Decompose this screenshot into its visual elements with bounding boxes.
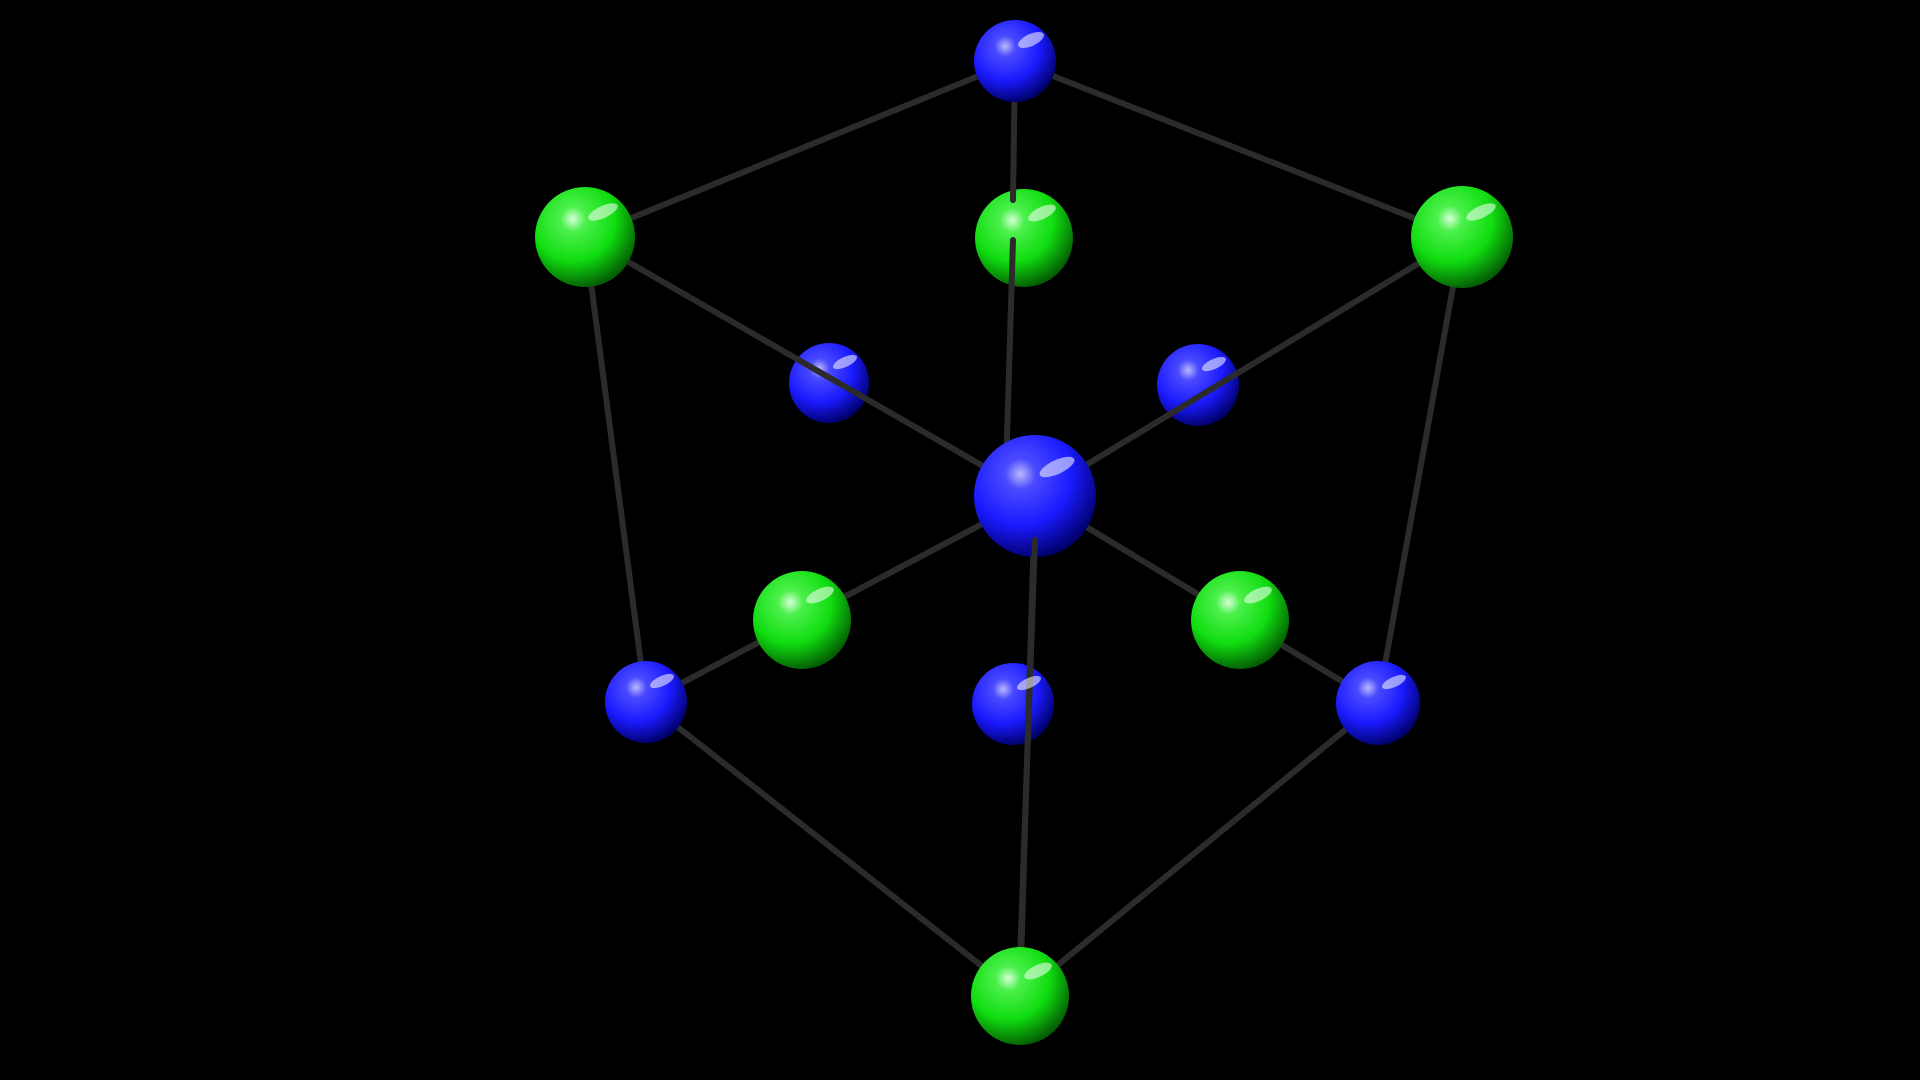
highlight: [650, 673, 674, 689]
highlight: [1039, 456, 1075, 478]
highlight: [1382, 674, 1406, 690]
atom-green-top-right: [1411, 186, 1513, 288]
atom-blue-back-bottom: [972, 663, 1054, 745]
highlight: [1202, 356, 1226, 372]
highlight: [833, 354, 857, 370]
atom-green-front-right: [1191, 571, 1289, 669]
highlights: [588, 31, 1496, 980]
bond: [1017, 700, 1381, 999]
highlight: [1018, 31, 1044, 49]
bond: [643, 699, 1023, 999]
atom-green-top-left: [535, 187, 635, 287]
bond: [1003, 237, 1016, 473]
highlight: [1017, 675, 1041, 691]
atom-blue-bottom-right: [1336, 661, 1420, 745]
bond: [582, 234, 1038, 499]
atom-blue-back-mid-left: [789, 343, 869, 423]
bond: [582, 58, 1018, 240]
atom-blue-top: [974, 20, 1056, 102]
atom-green-front-left: [753, 571, 851, 669]
highlight: [1024, 962, 1052, 980]
bond: [1375, 234, 1465, 706]
atom-green-bottom: [971, 947, 1069, 1045]
atom-blue-bottom-left: [605, 661, 687, 743]
highlight: [1466, 203, 1496, 221]
bond: [1012, 58, 1465, 240]
atom-green-back-upper: [975, 189, 1073, 287]
bond: [1032, 234, 1465, 499]
highlight: [1244, 586, 1272, 604]
highlight: [1028, 204, 1056, 222]
highlight: [806, 586, 834, 604]
highlight: [588, 203, 618, 221]
bond: [582, 234, 649, 705]
bond: [1017, 537, 1038, 963]
